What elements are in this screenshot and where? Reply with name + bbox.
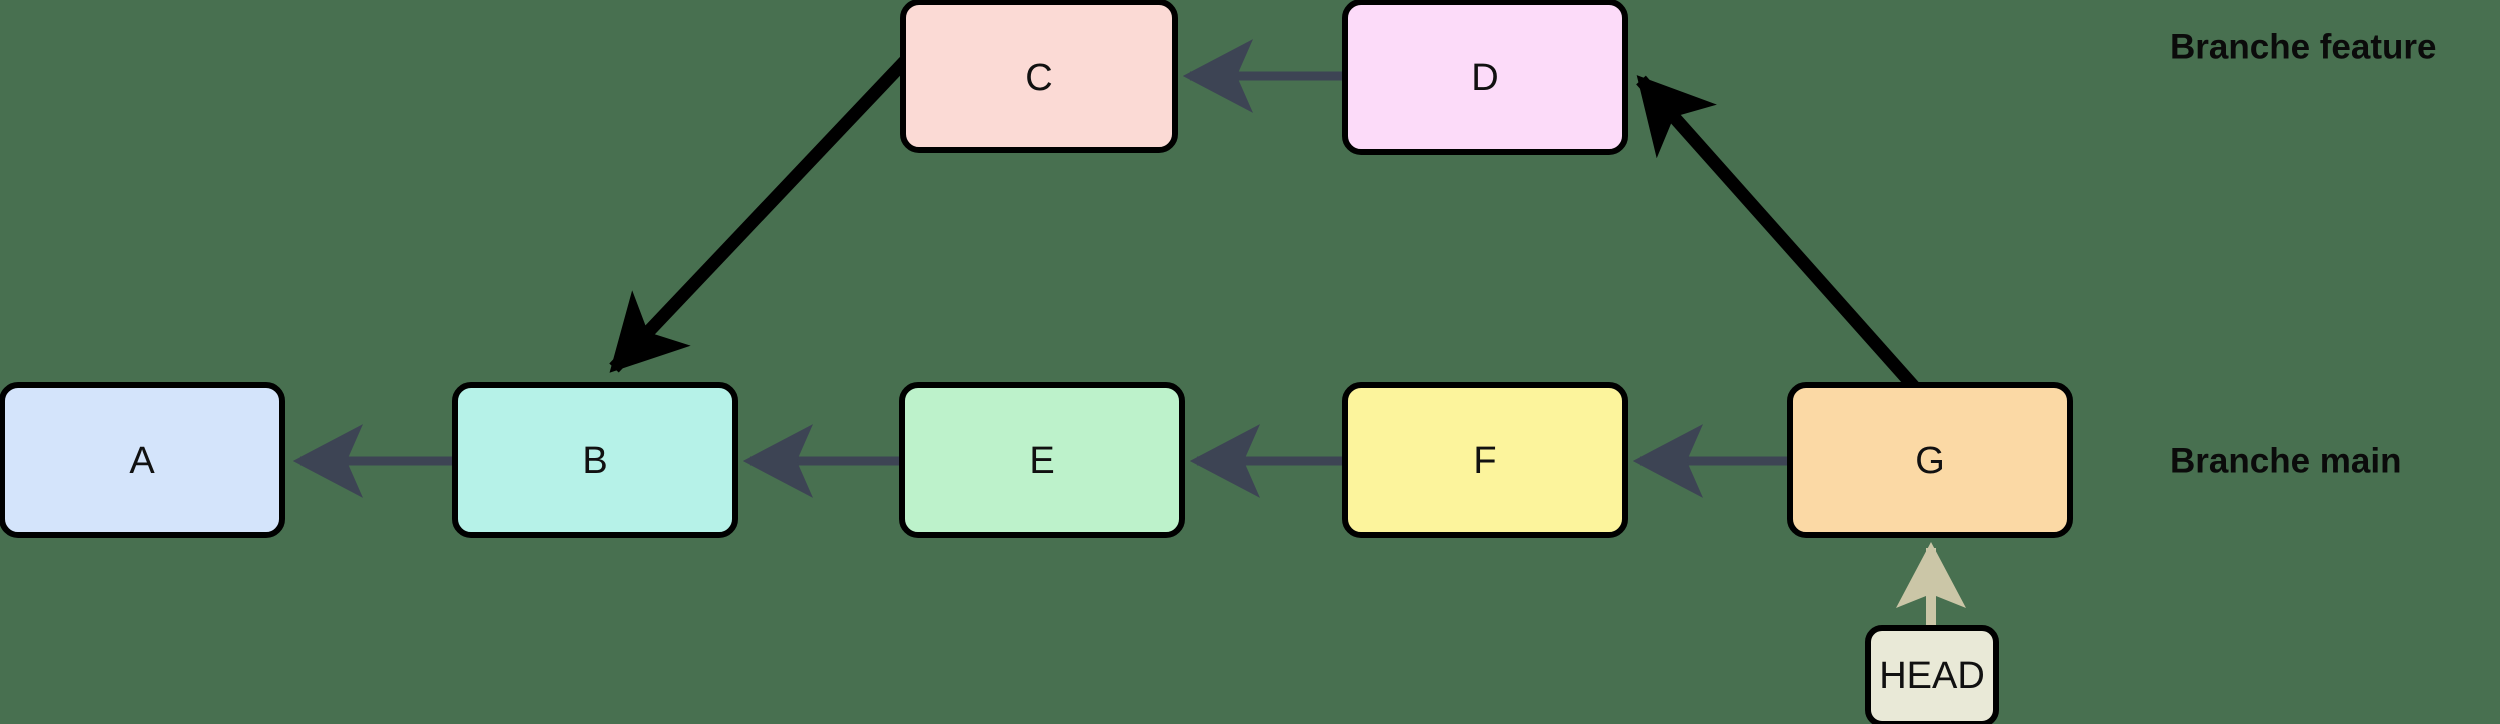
- node-head-rect[interactable]: [1865, 625, 1999, 724]
- node-e-rect[interactable]: [899, 382, 1185, 538]
- node-d[interactable]: D: [1342, 0, 1628, 155]
- branch-label-main: Branche main: [2170, 442, 2401, 481]
- node-b-label: B: [582, 440, 607, 482]
- node-head-label: HEAD: [1879, 655, 1985, 697]
- node-g-label: G: [1915, 440, 1945, 482]
- edge-group-horizontal: [292, 39, 1790, 498]
- edge-c-to-b: [609, 55, 911, 373]
- node-g-rect[interactable]: [1787, 382, 2073, 538]
- node-d-rect[interactable]: [1342, 0, 1628, 155]
- node-g[interactable]: G: [1787, 382, 2073, 538]
- node-f-label: F: [1473, 440, 1496, 482]
- node-a[interactable]: A: [0, 382, 285, 538]
- node-b-rect[interactable]: [452, 382, 738, 538]
- node-head[interactable]: HEAD: [1865, 625, 1999, 724]
- branch-label-feature: Branche feature: [2170, 28, 2436, 67]
- edge-group-diagonal: [609, 55, 1922, 395]
- node-b[interactable]: B: [452, 382, 738, 538]
- node-d-label: D: [1471, 57, 1498, 99]
- edge-g-to-d: [1636, 75, 1922, 395]
- node-e-label: E: [1029, 440, 1054, 482]
- node-a-label: A: [129, 440, 155, 482]
- node-e[interactable]: E: [899, 382, 1185, 538]
- node-c[interactable]: C: [900, 0, 1178, 153]
- node-f-rect[interactable]: [1342, 382, 1628, 538]
- node-a-rect[interactable]: [0, 382, 285, 538]
- node-c-label: C: [1025, 57, 1052, 99]
- node-f[interactable]: F: [1342, 382, 1628, 538]
- node-c-rect[interactable]: [900, 0, 1178, 153]
